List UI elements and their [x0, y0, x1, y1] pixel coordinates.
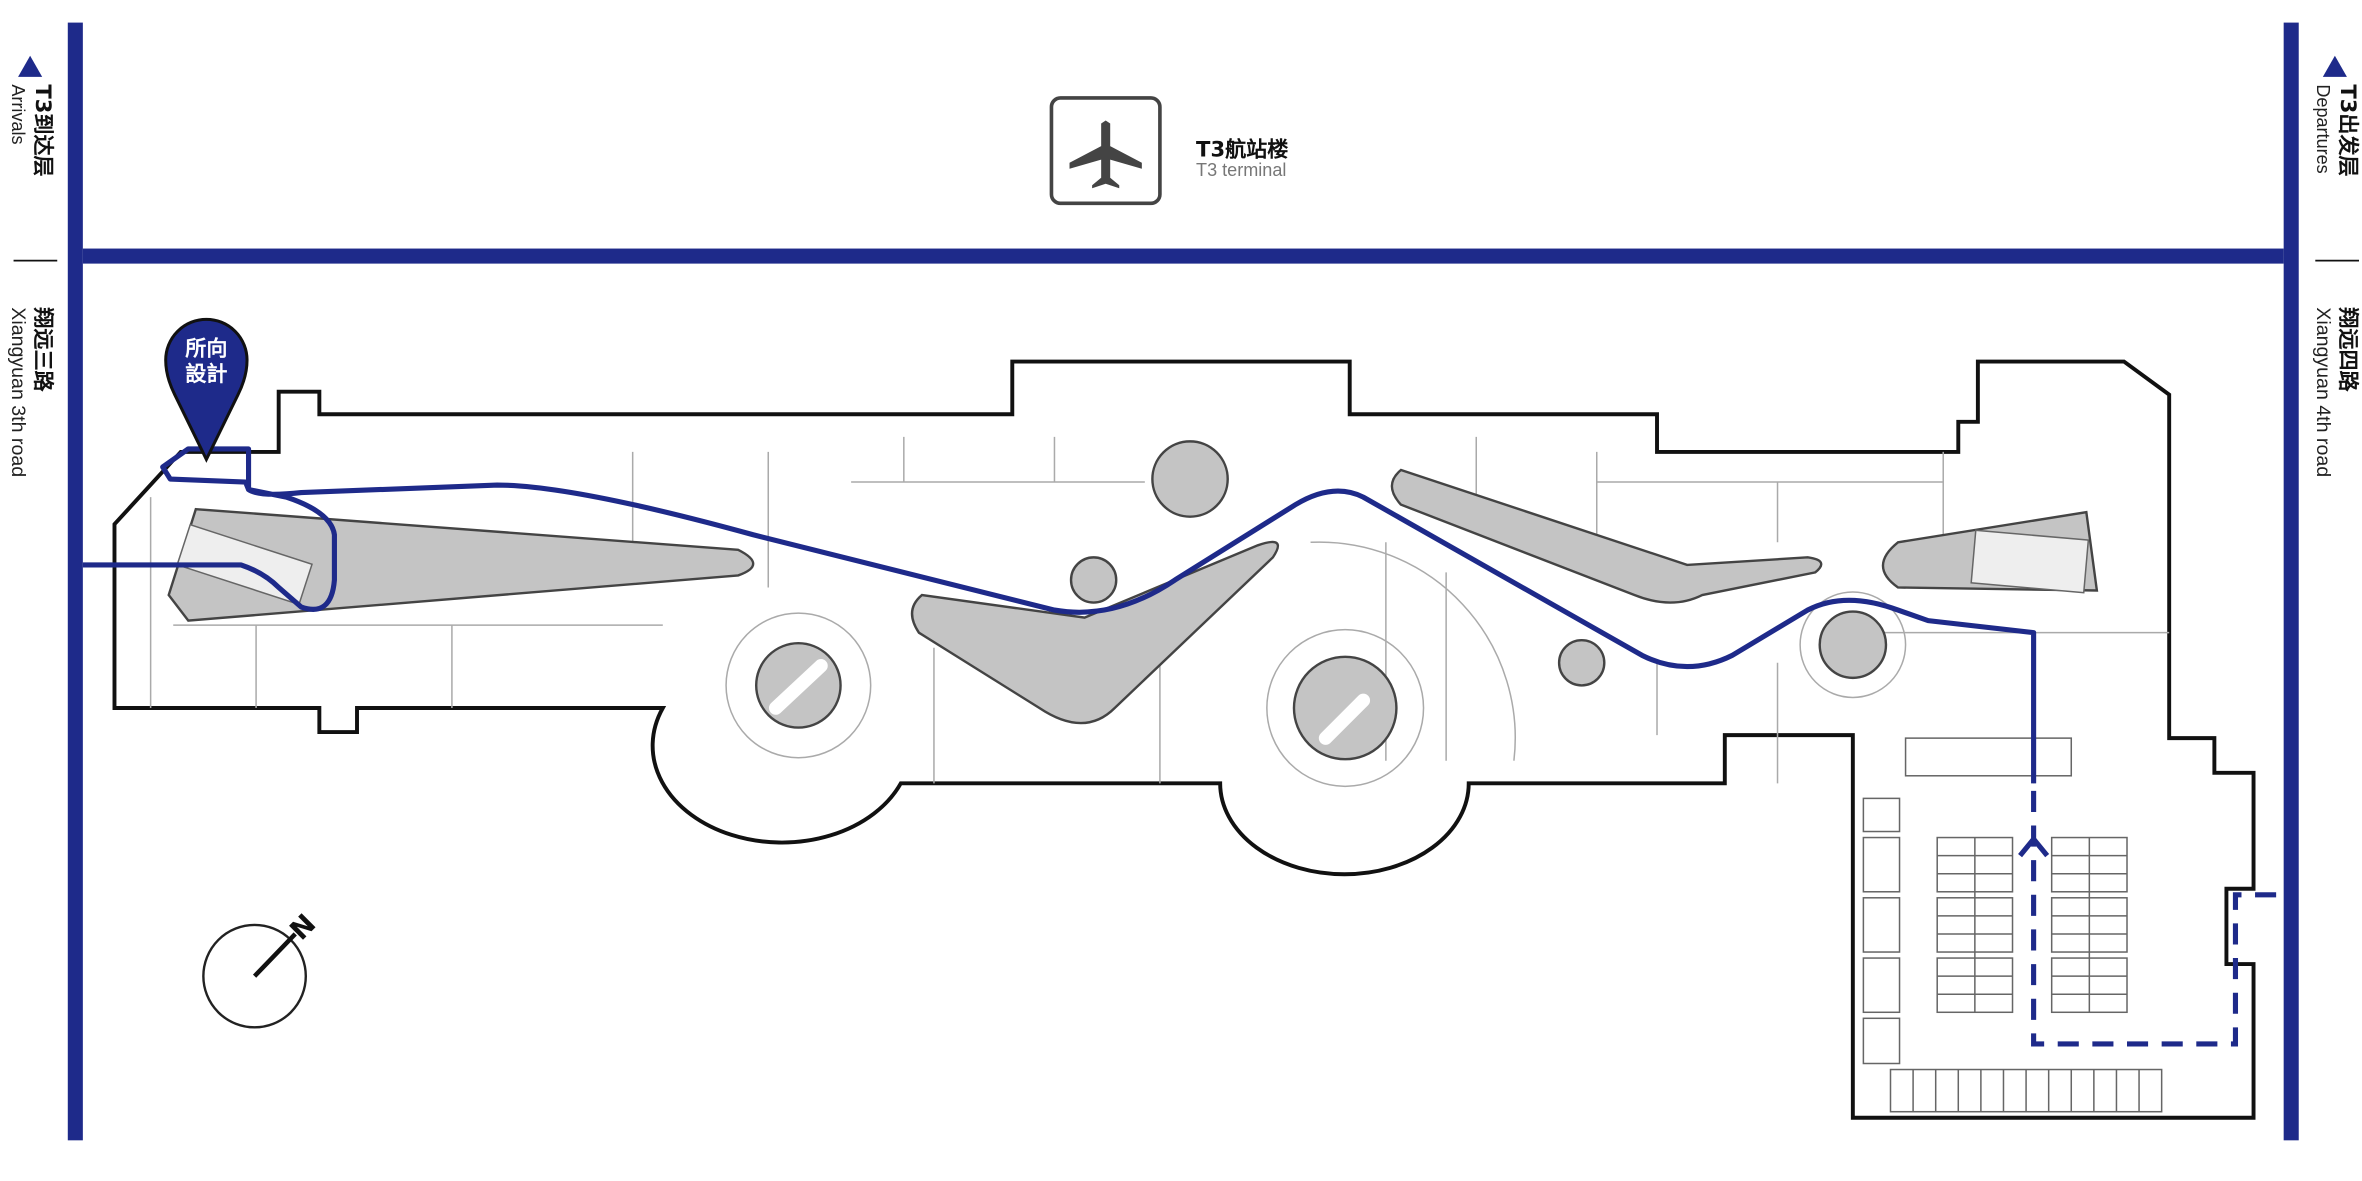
route-path: [82, 446, 2037, 784]
arrivals-level-en: Arrivals: [8, 84, 28, 144]
terminal-title-en: T3 terminal: [1196, 160, 1286, 180]
road-4-en: Xiangyuan 4th road: [2312, 307, 2334, 477]
arrivals-level-cn: T3到达层: [31, 84, 56, 176]
terminal-title-cn: T3航站楼: [1196, 137, 1288, 162]
island: [167, 507, 755, 622]
arrow-up-icon: [18, 55, 43, 77]
airplane-icon: [1049, 96, 1162, 206]
location-pin[interactable]: 所向 設計: [164, 317, 249, 463]
road-left: [67, 22, 83, 1141]
pin-label-line2: 設計: [185, 361, 227, 386]
route-dashed: [2031, 790, 2284, 1047]
direction-arrow-icon: [2018, 835, 2050, 858]
departures-level-cn: T3出发层: [2336, 84, 2361, 176]
departures-level-en: Departures: [2313, 84, 2333, 173]
pin-label-line1: 所向: [185, 336, 227, 361]
compass-icon: N: [202, 908, 322, 1029]
road-4-cn: 翔远四路: [2336, 306, 2361, 392]
road-3-cn: 翔远三路: [31, 306, 56, 392]
road-right: [2283, 22, 2299, 1141]
arrow-up-icon: [2322, 55, 2347, 77]
road-3-en: Xiangyuan 3th road: [7, 307, 29, 477]
floor-plan: [112, 359, 2256, 1120]
island: [910, 540, 1280, 725]
road-top: [82, 248, 2284, 264]
island: [1390, 468, 1823, 604]
